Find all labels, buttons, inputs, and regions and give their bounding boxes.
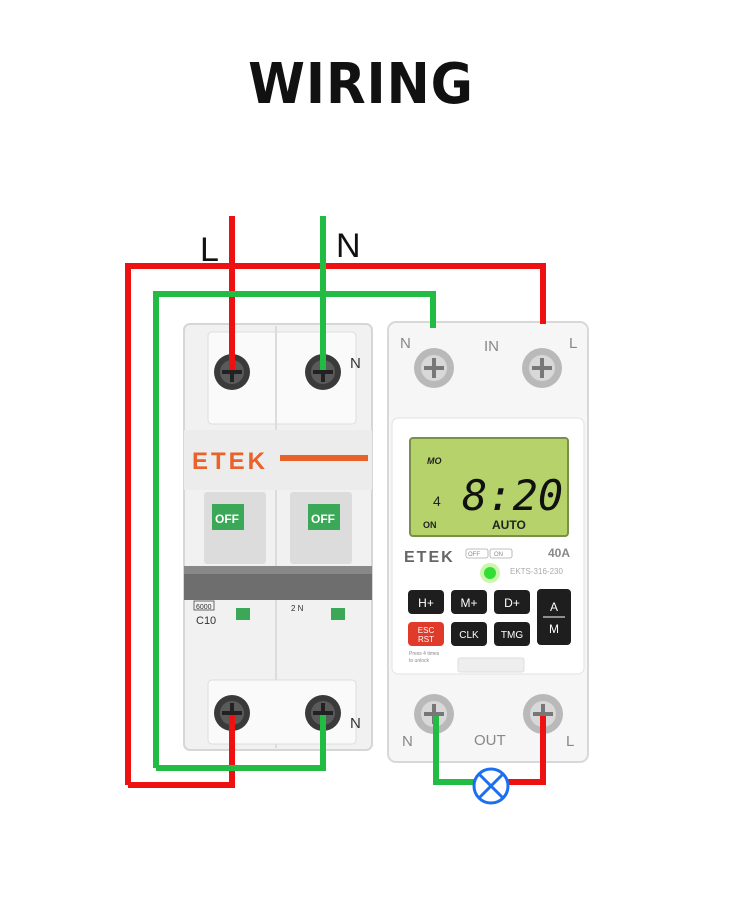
svg-text:H+: H+: [418, 596, 434, 610]
circuit-breaker: N ETEK OFF OFF 6000 C10 2 N: [183, 323, 373, 751]
lcd-mode: AUTO: [492, 518, 526, 532]
timer-out-label: OUT: [474, 732, 506, 749]
live-wire-breaker-out: [128, 715, 235, 788]
timer-out-n-label: N: [402, 733, 413, 750]
timer-status-led: [484, 567, 496, 579]
timer-unlock-line1: Press 4 times: [409, 651, 440, 657]
timer-out-l-label: L: [566, 733, 574, 750]
timer-button-clk[interactable]: CLK: [451, 622, 487, 646]
timer-terminal-out-n: [414, 694, 454, 734]
svg-text:D+: D+: [504, 596, 520, 610]
timer-model: EKTS-316-230: [510, 567, 563, 576]
live-wire-to-timer-in: [125, 263, 546, 785]
lcd-day: 4: [433, 493, 441, 509]
svg-text:M+: M+: [460, 596, 477, 610]
timer-lcd: [409, 437, 569, 537]
timer-button-esc-rst[interactable]: ESC RST: [408, 622, 444, 646]
breaker-brand-stripe: [280, 455, 368, 461]
timer-brand: ETEK: [404, 549, 455, 566]
breaker-switch-right[interactable]: [308, 504, 340, 530]
supply-neutral-label: N: [336, 227, 361, 265]
svg-text:CLK: CLK: [459, 630, 479, 641]
neutral-wire-to-timer-in: [153, 291, 436, 768]
timer-badge-2: ON: [494, 552, 503, 558]
breaker-terminal-bottom-left: [214, 695, 250, 731]
neutral-wire-lamp: [433, 716, 474, 785]
supply-live-label: L: [200, 231, 219, 269]
timer-button-h-plus[interactable]: H+: [408, 590, 444, 614]
breaker-switch-left-label: OFF: [215, 512, 239, 526]
timer-in-n-label: N: [400, 335, 411, 352]
breaker-pole-text: 2 N: [291, 604, 304, 613]
breaker-terminal-top-n-label: N: [350, 355, 361, 372]
digital-timer: N IN L MO 4 8:20 ON AUTO ETEK OFF ON 40A…: [387, 321, 589, 763]
svg-text:TMG: TMG: [501, 630, 523, 641]
timer-button-m-plus[interactable]: M+: [451, 590, 487, 614]
live-wire-lamp: [508, 716, 546, 785]
page-title: WIRING: [248, 52, 474, 117]
breaker-terminal-bottom-n-label: N: [350, 715, 361, 732]
timer-button-auto-manual[interactable]: A M: [537, 589, 571, 645]
timer-button-tmg[interactable]: TMG: [494, 622, 530, 646]
breaker-indicator-left: [236, 608, 250, 620]
timer-unlock-line2: to unlock: [409, 658, 430, 664]
breaker-curve: C10: [196, 615, 216, 627]
lcd-state: ON: [423, 520, 437, 530]
timer-in-l-label: L: [569, 335, 577, 352]
svg-text:RST: RST: [418, 635, 434, 644]
breaker-switch-right-label: OFF: [311, 512, 335, 526]
svg-text:M: M: [549, 622, 559, 636]
timer-terminal-out-l: [523, 694, 563, 734]
breaker-terminal-top-right: [305, 354, 341, 390]
timer-badge-1: OFF: [468, 552, 480, 558]
lcd-mode-top: MO: [427, 456, 442, 466]
breaker-brand: ETEK: [192, 448, 268, 475]
svg-text:A: A: [550, 600, 558, 614]
timer-button-d-plus[interactable]: D+: [494, 590, 530, 614]
breaker-indicator-right: [331, 608, 345, 620]
lcd-time: 8:20: [462, 471, 563, 520]
timer-terminal-in-l: [522, 348, 562, 388]
lamp-icon: [472, 767, 510, 805]
timer-terminal-in-n: [414, 348, 454, 388]
breaker-terminal-bottom-right: [305, 695, 341, 731]
timer-rating: 40A: [548, 546, 570, 560]
breaker-switch-left[interactable]: [212, 504, 244, 530]
neutral-wire-breaker-out: [156, 715, 326, 771]
timer-in-label: IN: [484, 338, 499, 355]
svg-text:ESC: ESC: [418, 626, 435, 635]
breaker-terminal-top-left: [214, 354, 250, 390]
breaker-rating-box: 6000: [196, 604, 212, 611]
